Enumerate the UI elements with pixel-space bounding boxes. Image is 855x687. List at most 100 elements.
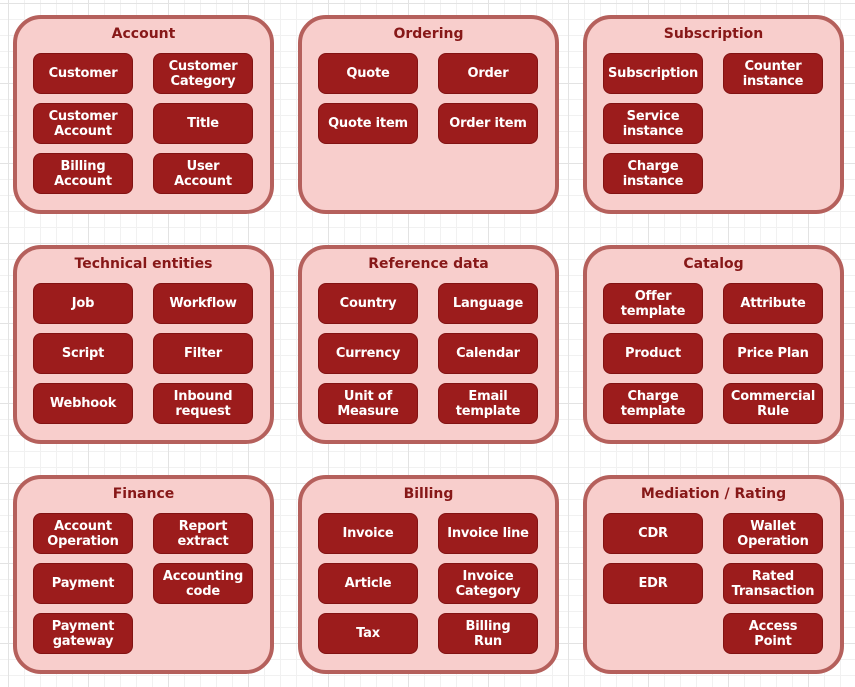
invoice-button[interactable]: Invoice bbox=[318, 513, 418, 554]
price-plan-button[interactable]: Price Plan bbox=[723, 333, 823, 374]
panel-technical-entities: Technical entities Job Workflow Script F… bbox=[13, 245, 274, 444]
panel-technical-entities-cells: Job Workflow Script Filter Webhook Inbou… bbox=[33, 283, 270, 424]
button-label: Payment gateway bbox=[51, 618, 115, 649]
button-label: Wallet Operation bbox=[737, 518, 809, 549]
button-label: Billing Run bbox=[465, 618, 511, 649]
access-point-button[interactable]: Access Point bbox=[723, 613, 823, 654]
panel-title-mediation-rating: Mediation / Rating bbox=[640, 486, 787, 502]
quote-button[interactable]: Quote bbox=[318, 53, 418, 94]
user-account-button[interactable]: User Account bbox=[153, 153, 253, 194]
button-label: Counter instance bbox=[742, 58, 804, 89]
calendar-button[interactable]: Calendar bbox=[438, 333, 538, 374]
button-label: Invoice bbox=[342, 526, 394, 541]
panel-title-technical-entities: Technical entities bbox=[74, 256, 213, 272]
charge-instance-button[interactable]: Charge instance bbox=[603, 153, 703, 194]
rated-transaction-button[interactable]: Rated Transaction bbox=[723, 563, 823, 604]
service-instance-button[interactable]: Service instance bbox=[603, 103, 703, 144]
button-label: Order item bbox=[449, 116, 527, 131]
panel-title-ordering: Ordering bbox=[393, 26, 464, 42]
button-label: Account Operation bbox=[47, 518, 119, 549]
panel-ordering-cells: Quote Order Quote item Order item bbox=[318, 53, 555, 144]
button-label: Product bbox=[625, 346, 681, 361]
webhook-button[interactable]: Webhook bbox=[33, 383, 133, 424]
offer-template-button[interactable]: Offer template bbox=[603, 283, 703, 324]
report-extract-button[interactable]: Report extract bbox=[153, 513, 253, 554]
payment-gateway-button[interactable]: Payment gateway bbox=[33, 613, 133, 654]
order-item-button[interactable]: Order item bbox=[438, 103, 538, 144]
button-label: Workflow bbox=[169, 296, 237, 311]
panel-catalog-cells: Offer template Attribute Product Price P… bbox=[603, 283, 840, 424]
panel-ordering: Ordering Quote Order Quote item Order it… bbox=[298, 15, 559, 214]
customer-account-button[interactable]: Customer Account bbox=[33, 103, 133, 144]
currency-button[interactable]: Currency bbox=[318, 333, 418, 374]
inbound-request-button[interactable]: Inbound request bbox=[153, 383, 253, 424]
button-label: Customer Account bbox=[48, 108, 118, 139]
order-button[interactable]: Order bbox=[438, 53, 538, 94]
button-label: Script bbox=[61, 346, 105, 361]
script-button[interactable]: Script bbox=[33, 333, 133, 374]
job-button[interactable]: Job bbox=[33, 283, 133, 324]
button-label: Quote bbox=[346, 66, 390, 81]
subscription-button[interactable]: Subscription bbox=[603, 53, 703, 94]
article-button[interactable]: Article bbox=[318, 563, 418, 604]
button-label: EDR bbox=[638, 576, 668, 591]
panel-title-reference-data: Reference data bbox=[368, 256, 489, 272]
panel-billing-cells: Invoice Invoice line Article Invoice Cat… bbox=[318, 513, 555, 654]
button-label: Quote item bbox=[328, 116, 408, 131]
filter-button[interactable]: Filter bbox=[153, 333, 253, 374]
commercial-rule-button[interactable]: Commercial Rule bbox=[723, 383, 823, 424]
invoice-line-button[interactable]: Invoice line bbox=[438, 513, 538, 554]
account-operation-button[interactable]: Account Operation bbox=[33, 513, 133, 554]
button-label: Language bbox=[452, 296, 524, 311]
email-template-button[interactable]: Email template bbox=[438, 383, 538, 424]
button-label: Commercial Rule bbox=[730, 388, 816, 419]
button-label: Order bbox=[467, 66, 509, 81]
wallet-operation-button[interactable]: Wallet Operation bbox=[723, 513, 823, 554]
button-label: Calendar bbox=[456, 346, 520, 361]
button-label: Email template bbox=[455, 388, 521, 419]
entity-diagram: Account Customer Customer Category Custo… bbox=[13, 15, 844, 674]
workflow-button[interactable]: Workflow bbox=[153, 283, 253, 324]
customer-button[interactable]: Customer bbox=[33, 53, 133, 94]
counter-instance-button[interactable]: Counter instance bbox=[723, 53, 823, 94]
button-label: Filter bbox=[183, 346, 223, 361]
product-button[interactable]: Product bbox=[603, 333, 703, 374]
button-label: Invoice Category bbox=[455, 568, 521, 599]
button-label: Subscription bbox=[608, 66, 698, 81]
unit-of-measure-button[interactable]: Unit of Measure bbox=[318, 383, 418, 424]
panel-catalog: Catalog Offer template Attribute Product… bbox=[583, 245, 844, 444]
attribute-button[interactable]: Attribute bbox=[723, 283, 823, 324]
button-label: Accounting code bbox=[162, 568, 244, 599]
accounting-code-button[interactable]: Accounting code bbox=[153, 563, 253, 604]
cdr-button[interactable]: CDR bbox=[603, 513, 703, 554]
payment-button[interactable]: Payment bbox=[33, 563, 133, 604]
title-button[interactable]: Title bbox=[153, 103, 253, 144]
button-label: Rated Transaction bbox=[731, 568, 815, 599]
button-label: Webhook bbox=[49, 396, 117, 411]
billing-account-button[interactable]: Billing Account bbox=[33, 153, 133, 194]
panel-finance-cells: Account Operation Report extract Payment… bbox=[33, 513, 270, 654]
invoice-category-button[interactable]: Invoice Category bbox=[438, 563, 538, 604]
button-label: Currency bbox=[335, 346, 401, 361]
billing-run-button[interactable]: Billing Run bbox=[438, 613, 538, 654]
button-label: User Account bbox=[174, 158, 232, 189]
button-label: Inbound request bbox=[173, 388, 233, 419]
charge-template-button[interactable]: Charge template bbox=[603, 383, 703, 424]
button-label: Country bbox=[339, 296, 397, 311]
language-button[interactable]: Language bbox=[438, 283, 538, 324]
button-label: Customer Category bbox=[168, 58, 238, 89]
panel-title-billing: Billing bbox=[403, 486, 454, 502]
panel-subscription-cells: Subscription Counter instance Service in… bbox=[603, 53, 840, 194]
customer-category-button[interactable]: Customer Category bbox=[153, 53, 253, 94]
country-button[interactable]: Country bbox=[318, 283, 418, 324]
button-label: Service instance bbox=[622, 108, 684, 139]
edr-button[interactable]: EDR bbox=[603, 563, 703, 604]
panel-title-account: Account bbox=[111, 26, 176, 42]
button-label: Access Point bbox=[748, 618, 798, 649]
button-label: Unit of Measure bbox=[337, 388, 399, 419]
tax-button[interactable]: Tax bbox=[318, 613, 418, 654]
button-label: Payment bbox=[51, 576, 115, 591]
panel-account-cells: Customer Customer Category Customer Acco… bbox=[33, 53, 270, 194]
quote-item-button[interactable]: Quote item bbox=[318, 103, 418, 144]
panel-billing: Billing Invoice Invoice line Article Inv… bbox=[298, 475, 559, 674]
